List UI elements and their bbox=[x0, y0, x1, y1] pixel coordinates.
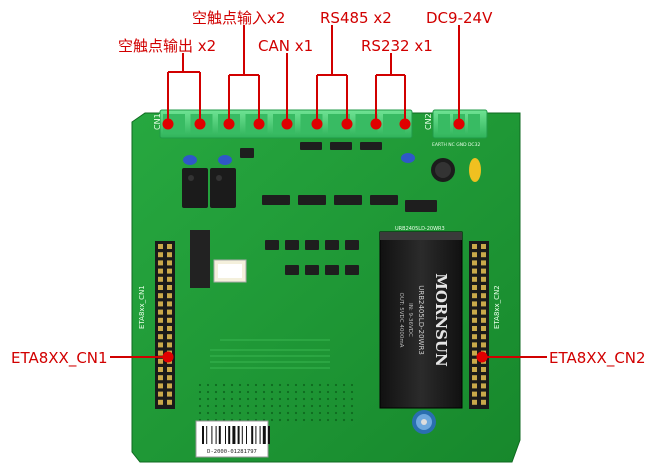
silk-cn1: CN1 bbox=[153, 113, 162, 130]
mornsun-module bbox=[379, 231, 463, 409]
silk-header-left: ETA8xx_CN1 bbox=[138, 285, 146, 329]
label-dry-contact-output: 空触点输出 x2 bbox=[118, 37, 217, 55]
label-eta8xx-cn2: ETA8XX_CN2 bbox=[549, 349, 646, 367]
module-output: OUT: 5VDC 4000mA bbox=[398, 293, 404, 348]
label-dry-contact-input: 空触点输入x2 bbox=[192, 9, 286, 27]
silk-header-right: ETA8xx_CN2 bbox=[493, 285, 501, 329]
module-model: URB2405LD-20WR3 bbox=[417, 285, 425, 355]
capacitor bbox=[183, 155, 197, 165]
leader-lines bbox=[110, 25, 547, 358]
label-eta8xx-cn1: ETA8XX_CN1 bbox=[11, 349, 108, 367]
silk-power-pins: EARTH NC GND DC32 bbox=[432, 142, 480, 148]
module-brand: MORNSUN bbox=[432, 273, 450, 367]
relay-2 bbox=[210, 168, 236, 208]
barcode-text: D-2000-01281797 bbox=[207, 449, 257, 455]
module-input: IN: 9-36VDC bbox=[407, 303, 413, 337]
module-pcb-text: URB2405LD-20WR3 bbox=[395, 226, 445, 232]
label-can: CAN x1 bbox=[258, 37, 314, 55]
fuse bbox=[469, 158, 481, 182]
label-rs485: RS485 x2 bbox=[320, 9, 392, 27]
label-power: DC9-24V bbox=[426, 9, 493, 27]
label-rs232: RS232 x1 bbox=[361, 37, 433, 55]
marker-dots bbox=[162, 118, 488, 363]
silk-cn2: CN2 bbox=[424, 113, 433, 130]
relay-1 bbox=[182, 168, 208, 208]
